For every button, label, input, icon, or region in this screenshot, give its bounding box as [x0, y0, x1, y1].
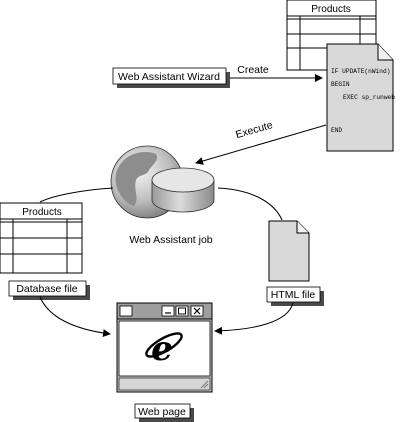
html-to-webpage-arrow [214, 302, 294, 335]
web-page-box: Web page [134, 403, 194, 422]
minimize-icon [161, 305, 175, 317]
create-label: Create [237, 64, 269, 76]
execute-label: Execute [234, 119, 274, 141]
script-line-4: END [331, 127, 342, 134]
close-icon [190, 305, 204, 317]
browser-logo-icon: e [145, 329, 183, 369]
web-page-label: Web page [138, 406, 186, 418]
products-table-left: Products [0, 202, 83, 274]
database-file-box: Database file [8, 280, 90, 300]
browser-logo-letter: e [151, 329, 173, 369]
browser-window [116, 302, 213, 393]
script-line-2: BEGIN [331, 81, 350, 88]
wizard-label: Web Assistant Wizard [118, 71, 220, 83]
window-menu-icon [119, 305, 133, 317]
job-to-html-connector [217, 187, 283, 221]
database-cylinder-icon [151, 167, 215, 213]
database-to-webpage-arrow [39, 296, 111, 338]
job-label: Web Assistant job [129, 234, 212, 246]
script-line-1: IF UPDATE(nWind) [331, 68, 390, 75]
job-to-database-connector [39, 187, 114, 203]
html-file-label: HTML file [271, 289, 316, 301]
products-table-top-title: Products [311, 4, 350, 15]
wizard-box: Web Assistant Wizard [112, 67, 230, 88]
maximize-icon [175, 305, 189, 317]
html-file-box: HTML file [266, 286, 324, 306]
html-file-icon [268, 220, 310, 282]
script-document: IF UPDATE(nWind) BEGIN EXEC sp_runweb EN… [326, 43, 395, 152]
products-table-left-title: Products [22, 207, 61, 218]
script-line-3: EXEC sp_runweb [343, 94, 395, 101]
execute-arrow: Execute [195, 119, 327, 165]
database-file-label: Database file [16, 283, 77, 295]
create-arrow: Create [230, 64, 323, 82]
